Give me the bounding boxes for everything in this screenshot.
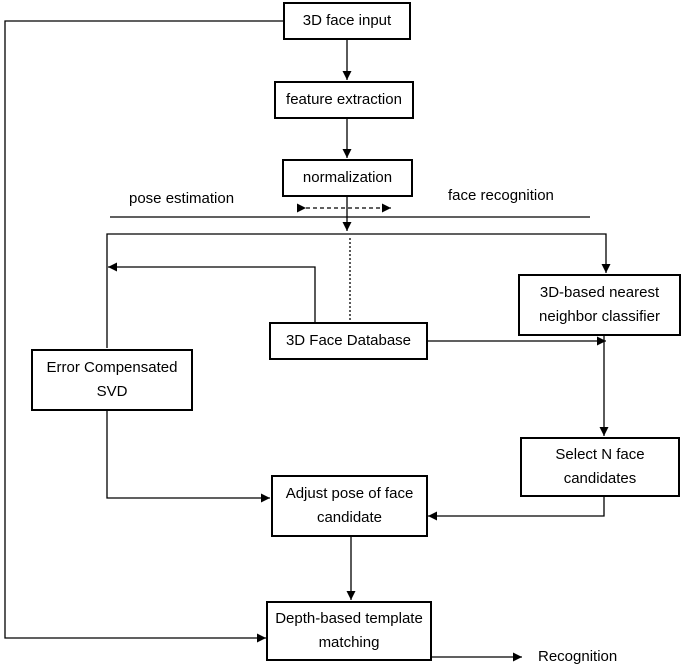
node-error-compensated-svd-label: Error Compensated SVD [46, 359, 178, 400]
node-3d-face-input-label: 3D face input [302, 12, 392, 29]
node-3d-based-nearest-neighbor-classifier-label: 3D-based nearest neighbor classifier [539, 284, 660, 325]
node-3d-based-nearest-neighbor-classifier: 3D-based nearest neighbor classifier [518, 274, 681, 336]
label-recognition: Recognition [538, 648, 618, 664]
label-face-recognition: face recognition [448, 187, 554, 204]
node-normalization-label: normalization [302, 169, 393, 186]
label-pose-estimation: pose estimation [129, 190, 235, 207]
arrow-svd-to-adjust [106, 411, 270, 503]
node-depth-based-template-matching-label: Depth-based template matching [275, 610, 423, 651]
node-3d-face-database: 3D Face Database [269, 322, 428, 360]
arrow-branch-to-classifier [347, 233, 611, 273]
branch-to-svd [106, 233, 347, 348]
node-error-compensated-svd: Error Compensated SVD [31, 349, 193, 411]
node-3d-face-database-label: 3D Face Database [285, 332, 412, 349]
node-adjust-pose-of-face-candidate: Adjust pose of face candidate [271, 475, 428, 537]
arrow-database-to-svd-path [108, 262, 316, 322]
node-normalization: normalization [282, 159, 413, 197]
node-feature-extraction-label: feature extraction [286, 91, 402, 108]
node-3d-face-input: 3D face input [283, 2, 411, 40]
node-depth-based-template-matching: Depth-based template matching [266, 601, 432, 661]
arrow-input-to-depth-bypass [4, 20, 283, 643]
node-select-n-face-candidates: Select N face candidates [520, 437, 680, 497]
node-feature-extraction: feature extraction [274, 81, 414, 119]
node-adjust-pose-of-face-candidate-label: Adjust pose of face candidate [285, 485, 414, 526]
node-select-n-face-candidates-label: Select N face candidates [555, 446, 645, 487]
arrow-select-to-adjust [428, 497, 605, 521]
